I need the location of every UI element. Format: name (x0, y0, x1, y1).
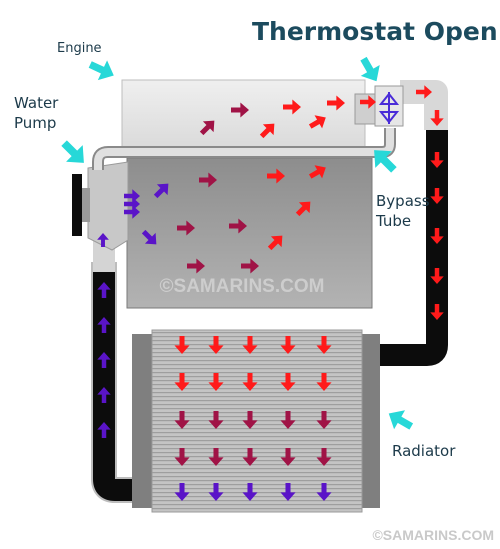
diagram-title: Thermostat Open (252, 17, 498, 46)
arrow-icon (124, 197, 140, 211)
arrow-icon (430, 188, 444, 204)
arrow-icon (124, 205, 140, 219)
arrow-icon (430, 268, 444, 284)
arrow-icon (174, 373, 190, 391)
arrow-icon (316, 411, 332, 429)
flow-arrows (97, 85, 444, 501)
arrow-icon (242, 411, 258, 429)
arrow-icon (141, 229, 157, 245)
arrow-icon (430, 110, 444, 126)
upper-radiator-hose-light (400, 80, 448, 130)
engine-head (121, 79, 366, 154)
arrow-icon (316, 483, 332, 501)
arrow-icon (242, 483, 258, 501)
callout-arrow-icon (360, 56, 380, 82)
arrow-icon (124, 189, 140, 203)
arrow-icon (174, 483, 190, 501)
arrow-icon (97, 282, 111, 298)
arrow-icon (199, 172, 217, 188)
callout-arrow-icon (88, 60, 114, 81)
arrow-icon (430, 228, 444, 244)
water-pump-label-line1: Water (14, 94, 59, 112)
arrow-icon (280, 483, 296, 501)
arrow-icon (295, 201, 311, 217)
arrow-icon (308, 165, 326, 179)
arrow-icon (416, 85, 432, 99)
corner-watermark: ©SAMARINS.COM (372, 527, 494, 543)
pump-shaft (82, 188, 90, 222)
arrow-icon (231, 102, 249, 118)
arrow-icon (177, 220, 195, 236)
arrow-icon (229, 218, 247, 234)
arrow-icon (208, 483, 224, 501)
arrow-icon (97, 233, 109, 247)
arrow-icon (259, 123, 275, 139)
engine-label: Engine (57, 41, 102, 56)
arrow-icon (241, 258, 259, 274)
center-watermark: ©SAMARINS.COM (160, 276, 325, 297)
arrow-icon (316, 448, 332, 466)
engine-block (126, 157, 373, 309)
arrow-icon (208, 448, 224, 466)
arrow-icon (97, 387, 111, 403)
callout-arrows (61, 56, 414, 430)
arrow-icon (208, 336, 224, 354)
bypass-tube-label-line2: Tube (375, 212, 411, 230)
arrow-icon (267, 168, 285, 184)
water-pump-label-line2: Pump (14, 114, 56, 132)
radiator-right-tank (362, 334, 380, 508)
upper-radiator-hose (378, 130, 448, 366)
pump-pulley (72, 174, 82, 236)
water-pump (87, 161, 129, 251)
arrow-icon (267, 235, 283, 251)
callout-arrow-icon (61, 140, 84, 163)
bypass-tube-label-line1: Bypass (376, 192, 430, 210)
thermostat-housing (354, 93, 376, 125)
arrow-icon (97, 317, 111, 333)
arrow-icon (280, 411, 296, 429)
arrow-icon (242, 336, 258, 354)
arrow-icon (199, 120, 215, 136)
arrow-icon (360, 95, 376, 109)
arrow-icon (174, 411, 190, 429)
arrow-icon (97, 352, 111, 368)
arrow-icon (187, 258, 205, 274)
radiator-label: Radiator (392, 442, 456, 460)
arrow-icon (208, 373, 224, 391)
arrow-icon (174, 448, 190, 466)
arrow-icon (316, 336, 332, 354)
arrow-icon (308, 115, 326, 129)
arrow-icon (242, 373, 258, 391)
callout-arrow-icon (374, 150, 397, 173)
lower-radiator-hose-inner (93, 272, 154, 501)
arrow-icon (242, 448, 258, 466)
arrow-icon (327, 95, 345, 111)
arrow-icon (430, 152, 444, 168)
arrow-icon (174, 336, 190, 354)
radiator-left-tank (132, 334, 152, 508)
bypass-tube-inner (94, 128, 394, 170)
thermostat-icon (374, 85, 404, 127)
arrow-icon (316, 373, 332, 391)
arrow-icon (430, 304, 444, 320)
arrow-icon (153, 183, 169, 199)
arrow-icon (283, 99, 301, 115)
arrow-icon (97, 422, 111, 438)
arrow-icon (280, 448, 296, 466)
arrow-icon (280, 373, 296, 391)
arrow-icon (208, 411, 224, 429)
callout-arrow-icon (388, 410, 414, 430)
arrow-icon (280, 336, 296, 354)
